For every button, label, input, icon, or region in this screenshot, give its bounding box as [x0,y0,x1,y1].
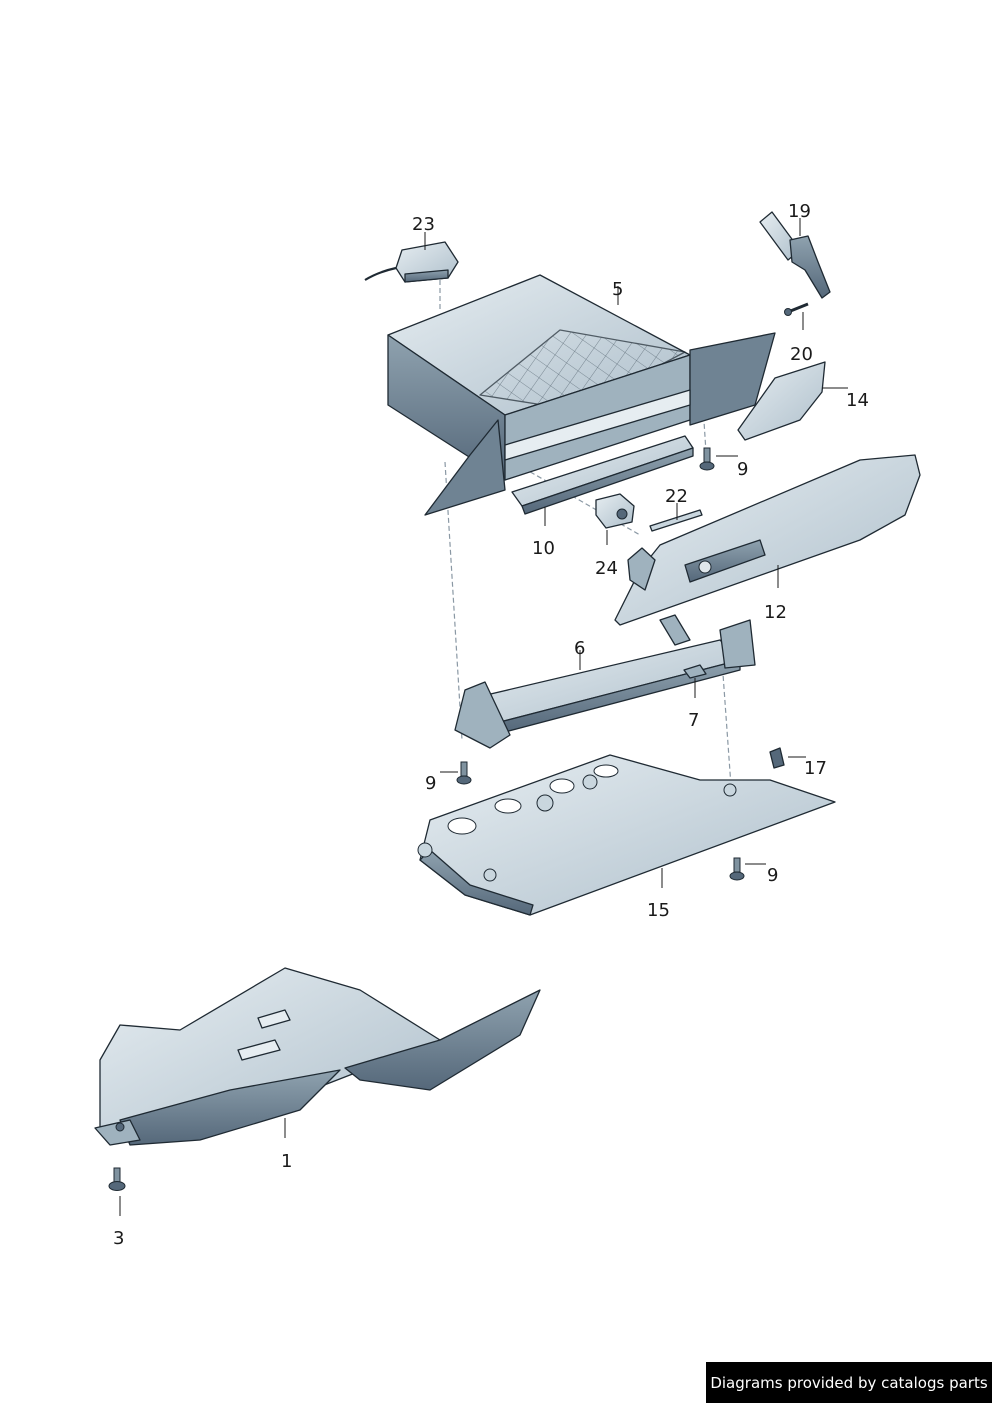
part-6-bracket [454,614,756,749]
callout-23: 23 [412,214,435,235]
callout-1: 1 [281,1151,292,1172]
callout-15: 15 [647,900,670,921]
part-22-rod [649,509,703,532]
callout-12: 12 [764,602,787,623]
screw-9-a [699,447,715,471]
callout-24: 24 [595,558,618,579]
callout-3: 3 [113,1228,124,1249]
part-10-strip [511,435,694,515]
footer-banner: Diagrams provided by catalogs parts [706,1362,992,1403]
part-3-screw [108,1167,126,1191]
footer-text: Diagrams provided by catalogs parts [710,1373,988,1392]
part-9-screws [456,447,745,881]
part-24-lock [595,493,635,529]
screw-9-c [729,857,745,881]
callout-10: 10 [532,538,555,559]
callout-5: 5 [612,279,623,300]
part-15-panel [417,754,836,916]
callout-20: 20 [790,344,813,365]
part-5-glovebox-housing [387,274,776,516]
leader-lines [119,218,848,1216]
screw-9-b [456,761,472,785]
part-1-lower-trim [94,967,541,1146]
callout-7: 7 [688,710,699,731]
part-23-sensor [364,241,459,283]
callout-9a: 9 [737,459,748,480]
part-20-screw [784,302,809,316]
callout-17: 17 [804,758,827,779]
part-14-cover [737,361,826,441]
callout-9b: 9 [425,773,436,794]
callout-9c: 9 [767,865,778,886]
callout-22: 22 [665,486,688,507]
part-12-lid [614,454,921,626]
callout-14: 14 [846,390,869,411]
callout-19: 19 [788,201,811,222]
callouts: 23 5 19 20 14 9 22 10 24 12 6 7 9 17 9 1… [113,201,869,1249]
part-17-clip [769,747,785,769]
part-19-damper [759,211,831,299]
part-7-clip [683,664,707,679]
callout-6: 6 [574,638,585,659]
